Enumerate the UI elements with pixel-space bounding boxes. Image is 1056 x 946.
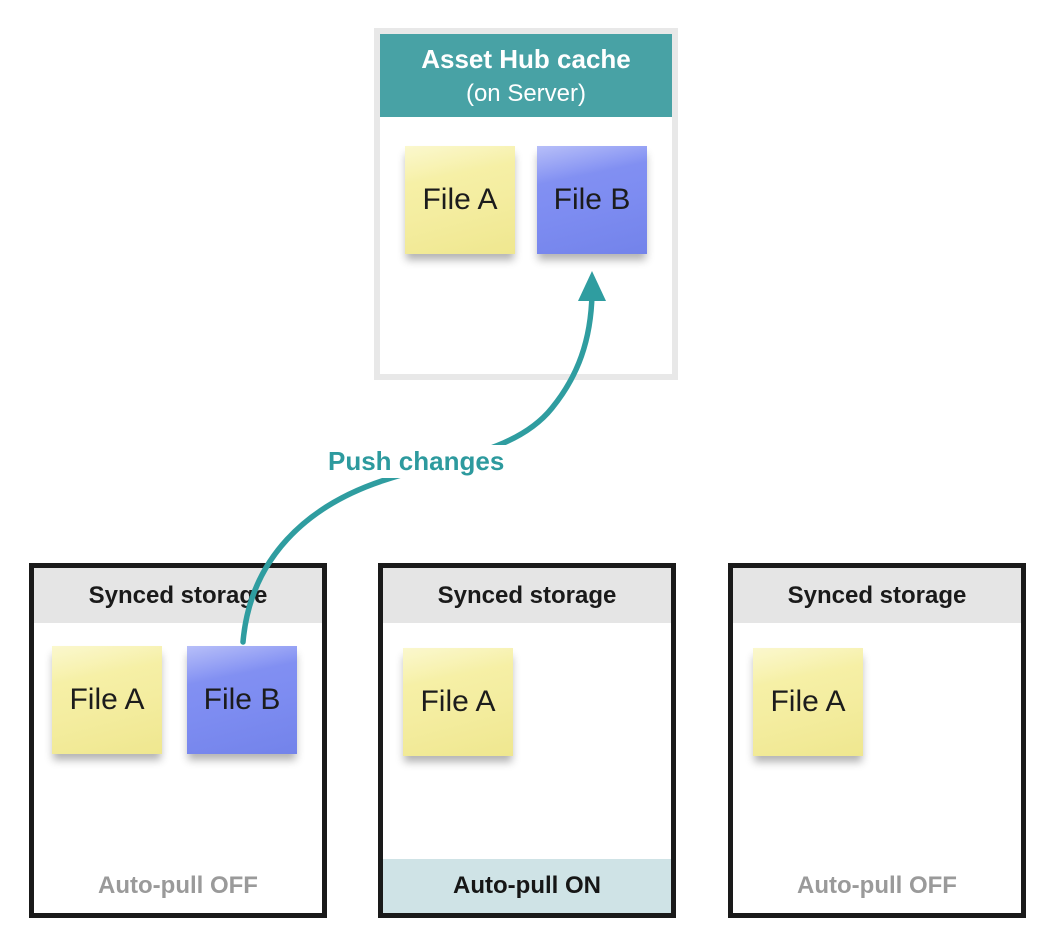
- file-label: File B: [203, 683, 281, 716]
- auto-pull-status-left: Auto-pull OFF: [98, 872, 258, 899]
- storage-box-left: Synced storage File A File B Auto-pull O…: [29, 563, 327, 918]
- file-label: File A: [420, 685, 496, 718]
- storage-left-note-file-b: File B: [187, 646, 297, 754]
- file-label: File A: [770, 685, 846, 718]
- asset-hub-header: Asset Hub cache (on Server): [380, 34, 672, 117]
- storage-title: Synced storage: [437, 581, 617, 609]
- storage-box-right: Synced storage File A Auto-pull OFF: [728, 563, 1026, 918]
- file-label: File B: [553, 183, 631, 216]
- storage-header: Synced storage: [34, 568, 322, 623]
- storage-box-middle: Synced storage File A Auto-pull ON: [378, 563, 676, 918]
- asset-hub-title: Asset Hub cache: [421, 44, 631, 74]
- file-label: File A: [69, 683, 145, 716]
- hub-note-file-b: File B: [537, 146, 647, 254]
- file-label: File A: [422, 183, 498, 216]
- push-changes-label: Push changes: [322, 445, 511, 478]
- storage-right-note-file-a: File A: [753, 648, 863, 756]
- asset-hub-box: Asset Hub cache (on Server) File A File …: [374, 28, 678, 380]
- auto-pull-status-right: Auto-pull OFF: [797, 872, 957, 899]
- storage-title: Synced storage: [787, 581, 967, 609]
- storage-middle-note-file-a: File A: [403, 648, 513, 756]
- storage-header: Synced storage: [733, 568, 1021, 623]
- hub-note-file-a: File A: [405, 146, 515, 254]
- storage-header: Synced storage: [383, 568, 671, 623]
- auto-pull-status-middle: Auto-pull ON: [383, 859, 671, 913]
- storage-title: Synced storage: [88, 581, 268, 609]
- asset-hub-subtitle: (on Server): [465, 80, 587, 107]
- storage-left-note-file-a: File A: [52, 646, 162, 754]
